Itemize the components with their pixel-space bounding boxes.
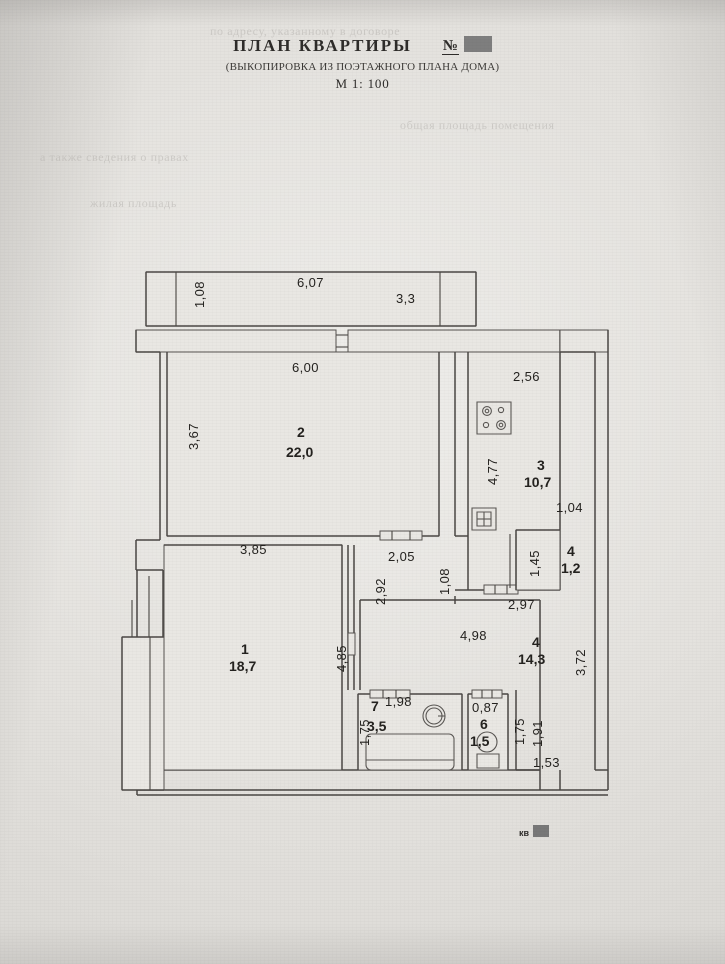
room-number: 6 xyxy=(480,716,488,732)
room-number: 4 xyxy=(532,634,540,650)
dimension-label: 0,87 xyxy=(472,700,499,715)
dimension-label: 2,05 xyxy=(388,549,415,564)
balcony-left xyxy=(122,576,164,790)
room-4-hall-outline xyxy=(360,596,540,770)
number-sign-symbol: № xyxy=(441,38,459,55)
room-area: 14,3 xyxy=(518,651,546,667)
dimension-label: 6,07 xyxy=(297,275,324,290)
washbasin-icon xyxy=(423,705,445,727)
outer-walls xyxy=(136,330,608,795)
dimension-label: 1,04 xyxy=(556,500,583,515)
room-area: 22,0 xyxy=(286,444,314,460)
room-number: 4 xyxy=(567,543,575,559)
room-area: 1,2 xyxy=(561,560,581,576)
toilet-icon xyxy=(477,732,499,768)
document-subtitle: (ВЫКОПИРОВКА ИЗ ПОЭТАЖНОГО ПЛАНА ДОМА) xyxy=(225,61,500,73)
room-number: 1 xyxy=(241,641,249,657)
kitchen-sink-icon xyxy=(472,508,496,530)
room-1-outline xyxy=(164,545,355,770)
room-2-outline xyxy=(167,335,439,540)
redacted-number-box xyxy=(463,36,492,52)
document-scale: М 1: 100 xyxy=(335,76,390,91)
room-area: 10,7 xyxy=(524,474,552,490)
legend-label: кв xyxy=(519,828,530,838)
balcony-top xyxy=(146,272,476,326)
dimension-label: 2,97 xyxy=(508,597,535,612)
kitchen-stove-icon xyxy=(477,402,511,434)
room-4-closet-outline xyxy=(510,530,560,590)
apartment-number-field: № xyxy=(441,36,492,55)
room-number: 7 xyxy=(371,698,379,714)
document-header: ПЛАН КВАРТИРЫ № (ВЫКОПИРОВКА ИЗ ПОЭТАЖНО… xyxy=(0,36,725,92)
room-area: 3,5 xyxy=(367,718,387,734)
redacted-legend-box xyxy=(533,825,550,837)
room-area: 18,7 xyxy=(229,658,257,674)
dimension-label: 2,56 xyxy=(513,369,540,384)
dimension-label: 3,3 xyxy=(396,291,416,306)
apartment-legend: кв xyxy=(519,823,550,841)
room-number: 3 xyxy=(537,457,545,473)
page-title: ПЛАН КВАРТИРЫ xyxy=(233,36,412,55)
room-area: 1,5 xyxy=(470,733,490,749)
dimension-label: 6,00 xyxy=(292,360,319,375)
bathtub-icon xyxy=(366,734,454,770)
dimension-label: 3,85 xyxy=(240,542,267,557)
dimension-label: 1,98 xyxy=(385,694,412,709)
room-number: 2 xyxy=(297,424,305,440)
dimension-label: 1,53 xyxy=(533,755,560,770)
dimension-label: 4,98 xyxy=(460,628,487,643)
room-7-outline xyxy=(358,690,462,770)
